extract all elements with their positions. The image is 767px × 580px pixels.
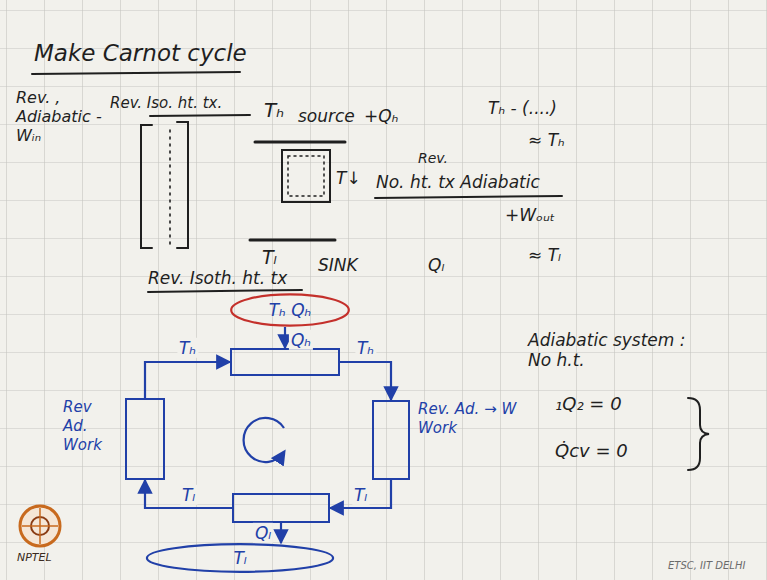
sink-line [250, 239, 335, 242]
process-label: Rev Ad. Work [63, 398, 119, 454]
title: Make Carnot cycle [34, 40, 247, 68]
edge-label: Tₗ [180, 485, 197, 505]
note-label: ≈ Tₕ [528, 130, 565, 150]
note-label: ₁Q₂ = 0 [555, 393, 622, 415]
ellipse-outline [231, 294, 349, 325]
note-label: Rev. [418, 150, 448, 167]
bracket [141, 125, 152, 248]
cycle-arrow [244, 418, 284, 462]
system-boundary [288, 156, 324, 196]
process-box [232, 493, 330, 523]
note-label: Tₗ [262, 246, 277, 269]
cycle-connector [145, 480, 232, 508]
reservoir-ellipse: Tₗ [145, 543, 335, 573]
reservoir-label: Tₗ [233, 548, 246, 568]
edge-label: Qₕ [289, 329, 313, 349]
note-label: +Qₕ [364, 106, 398, 126]
edge-label: Tₕ [177, 338, 198, 358]
logo-spokes [22, 508, 58, 544]
note-label: source [298, 106, 355, 126]
cycle-connector [340, 362, 391, 400]
edge-label: Tₕ [355, 338, 376, 358]
cycle-connector [330, 480, 391, 508]
nptel-logo [20, 506, 60, 546]
process-box: Rev Ad. Work [125, 398, 165, 480]
note-label: No. ht. tx Adiabatic [376, 172, 540, 192]
note-label: +Wₒᵤₜ [505, 205, 555, 225]
note-label: Rev. Isoth. ht. tx [148, 268, 287, 288]
note-label: Tₕ [264, 98, 284, 122]
note-label: Adiabatic system : No h.t. [528, 330, 710, 371]
edge-label: Qₗ [253, 523, 273, 543]
edge-label: Tₗ [352, 485, 369, 505]
cycle-connector [280, 523, 282, 543]
cycle-connector [145, 362, 230, 398]
note-label: SINK [318, 255, 358, 275]
title-underline [32, 72, 240, 74]
note-label: T↓ [336, 168, 361, 188]
bracket [177, 122, 188, 248]
process-box [230, 348, 340, 376]
reservoir-ellipse: Tₕ Qₕ [230, 293, 350, 327]
process-box: Rev. Ad. → W Work [372, 400, 410, 480]
source-line [255, 141, 345, 144]
note-label: Q̇cv = 0 [555, 440, 628, 462]
note-label: Tₕ - (....) [488, 98, 557, 118]
system-box [282, 150, 330, 202]
underline [375, 196, 562, 198]
note-label: NPTEL [17, 551, 52, 564]
note-label: Rev. Iso. ht. tx. [110, 94, 222, 112]
cycle-connector [284, 327, 286, 348]
note-label: ETSC, IIT DELHI [668, 560, 745, 572]
ellipse-outline [147, 544, 333, 572]
process-label: Rev. Ad. → W Work [418, 400, 532, 438]
brace [688, 398, 709, 470]
underline [150, 115, 250, 116]
piston-boundary [169, 130, 171, 244]
note-label: ≈ Tₗ [528, 245, 561, 265]
logo-ring [20, 506, 60, 546]
reservoir-label: Tₕ Qₕ [269, 300, 312, 320]
underline [148, 290, 302, 292]
note-label: Rev. , Adiabatic -Wᵢₙ [16, 88, 102, 146]
note-label: Qₗ [428, 255, 444, 275]
